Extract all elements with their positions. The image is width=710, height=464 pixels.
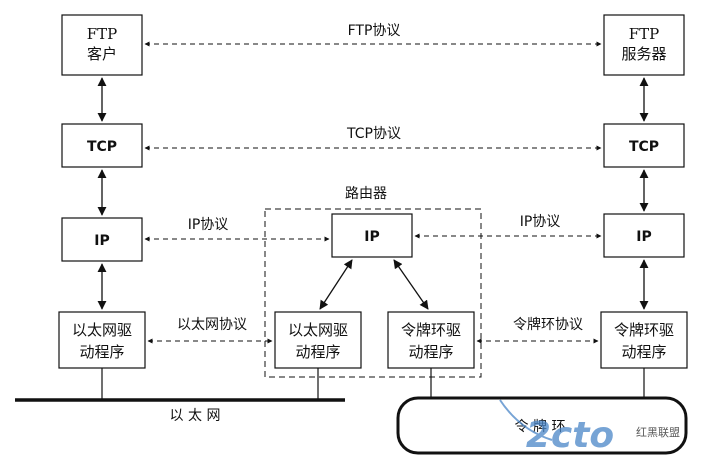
- ftp-client-line1: FTP: [87, 25, 118, 43]
- ftp-protocol-label: FTP协议: [348, 23, 401, 39]
- ftp-server-line1: FTP: [629, 25, 660, 43]
- eth-driver-left-line2: 动程序: [79, 343, 124, 361]
- ftp-server-box: FTP 服务器: [603, 14, 685, 76]
- ftp-server-line2: 服务器: [621, 45, 666, 63]
- ftp-client-line2: 客户: [87, 45, 117, 63]
- arrow-router-ip-tr: [393, 259, 429, 310]
- tcp-protocol-label: TCP协议: [346, 126, 401, 142]
- ethernet-label: 以 太 网: [170, 408, 221, 424]
- tr-driver-router-line2: 动程序: [408, 343, 453, 361]
- tr-protocol-label: 令牌环协议: [513, 316, 583, 333]
- eth-protocol-label: 以太网协议: [177, 317, 247, 333]
- watermark-swoosh: [499, 399, 553, 441]
- tcp-left-label: TCP: [87, 139, 117, 155]
- tr-driver-right-line1: 令牌环驱: [614, 321, 674, 339]
- ftp-client-box: FTP 客户: [61, 14, 143, 76]
- router-label: 路由器: [345, 186, 387, 202]
- eth-driver-router-box: 以太网驱 动程序: [274, 311, 362, 369]
- watermark-subtext: 红黑联盟: [636, 426, 680, 439]
- tr-driver-router-box: 令牌环驱 动程序: [387, 311, 475, 369]
- router-enclosure: [264, 208, 482, 378]
- ip-right-label: IP: [636, 229, 651, 245]
- tcp-right-box: TCP: [603, 123, 685, 168]
- token-ring: [396, 396, 688, 455]
- tcp-right-label: TCP: [629, 139, 659, 155]
- ip-router-box: IP: [331, 213, 413, 258]
- tr-driver-right-box: 令牌环驱 动程序: [600, 311, 688, 369]
- tr-driver-router-line1: 令牌环驱: [401, 321, 461, 339]
- watermark-text: 2cto: [526, 415, 614, 456]
- eth-driver-left-box: 以太网驱 动程序: [58, 311, 146, 369]
- tcp-left-box: TCP: [61, 123, 143, 168]
- ip-left-box: IP: [61, 217, 143, 262]
- eth-driver-router-line2: 动程序: [295, 343, 340, 361]
- arrow-router-ip-eth: [319, 259, 353, 310]
- ip-router-label: IP: [364, 229, 379, 245]
- ip-left-label: IP: [94, 233, 109, 249]
- ip-right-box: IP: [603, 213, 685, 258]
- ip-protocol-left-label: IP协议: [188, 217, 229, 233]
- watermark-logo: 2cto 红黑联盟: [499, 399, 680, 456]
- token-ring-label: 令 牌 环: [515, 418, 566, 435]
- ip-protocol-right-label: IP协议: [520, 214, 561, 230]
- eth-driver-left-line1: 以太网驱: [72, 321, 132, 339]
- eth-driver-router-line1: 以太网驱: [288, 321, 348, 339]
- tr-driver-right-line2: 动程序: [621, 343, 666, 361]
